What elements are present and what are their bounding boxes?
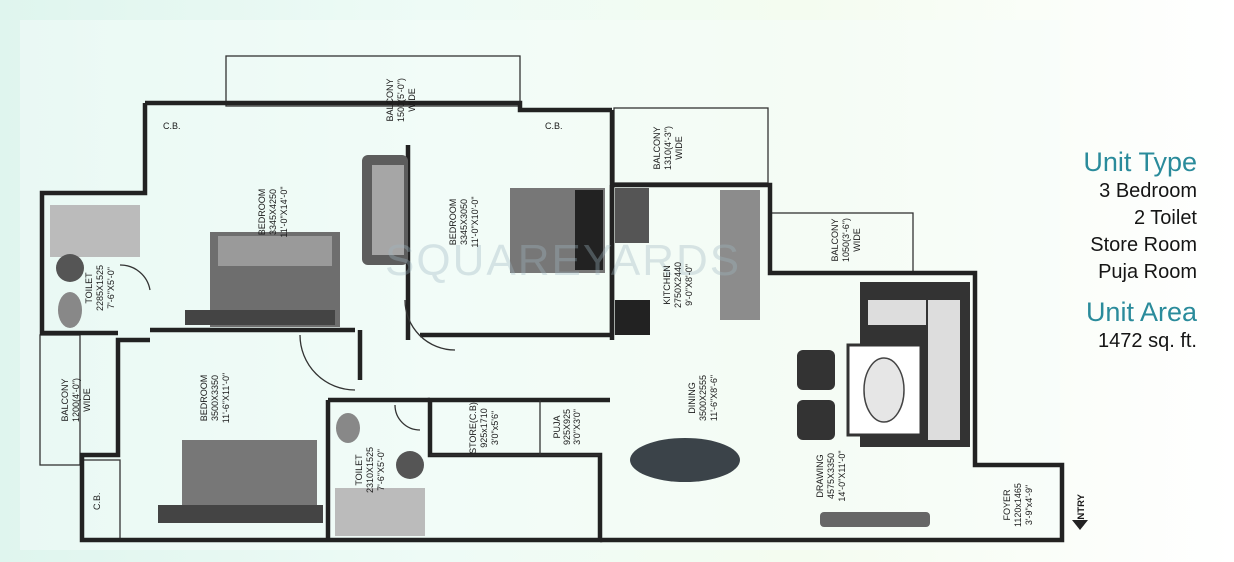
- toilet1-imperial: 7'-6"X5'-0": [106, 267, 116, 309]
- kitchen-name: KITCHEN: [662, 265, 672, 305]
- drawing-imperial: 14'-0"X11'-0": [837, 450, 847, 501]
- bedroom3-imperial: 11'-6"X11'-0": [221, 373, 231, 424]
- balcony-kitchen-l3: WIDE: [674, 136, 684, 160]
- store-name: STORE(C.B): [468, 402, 478, 454]
- balcony-top-l2: 1500(5'-0"): [396, 78, 406, 122]
- entry-label: ENTRY: [1076, 493, 1087, 526]
- foyer-name: FOYER: [1002, 489, 1012, 521]
- unit-area-value: 1472 sq. ft.: [1098, 330, 1197, 352]
- unit-legend: Unit Type 3 Bedroom 2 Toilet Store Room …: [1083, 146, 1197, 355]
- cb-top-mid: C.B.: [545, 121, 563, 131]
- unit-type-item: 2 Toilet: [1133, 207, 1197, 229]
- balcony-kitchen-l1: BALCONY: [652, 126, 662, 169]
- toilet1-name: TOILET: [84, 272, 94, 304]
- drawing-metric: 4575X3350: [826, 453, 836, 499]
- balcony-left-l1: BALCONY: [60, 378, 70, 421]
- cb-top-left: C.B.: [163, 121, 181, 131]
- bedroom2-name: BEDROOM: [448, 199, 458, 246]
- balcony-right-l1: BALCONY: [830, 218, 840, 261]
- toilet2-metric: 2310X1525: [365, 447, 375, 493]
- kitchen-metric: 2750X2440: [673, 262, 683, 308]
- foyer-metric: 1120x1465: [1013, 483, 1023, 527]
- bedroom1-metric: 3345X4250: [268, 189, 278, 235]
- toilet2-imperial: 7'-6"X5'-0": [376, 449, 386, 491]
- walls: [39, 100, 1065, 543]
- dining-metric: 3500X2555: [698, 375, 708, 421]
- foyer-imperial: 3'-9"x4'-9": [1024, 485, 1034, 525]
- furniture: [50, 155, 970, 536]
- bedroom1-imperial: 11'-0"X14'-0": [279, 186, 289, 237]
- balcony-top-l1: BALCONY: [385, 78, 395, 121]
- dining-imperial: 11'-6"X8'-6": [709, 375, 719, 421]
- balcony-right-l2: 1050(3'-6"): [841, 218, 851, 262]
- balcony-left-l2: 1200(4'-0"): [71, 378, 81, 422]
- bedroom1-name: BEDROOM: [257, 189, 267, 236]
- bedroom3-name: BEDROOM: [199, 375, 209, 422]
- toilet2-name: TOILET: [354, 454, 364, 486]
- room-labels: C.B. C.B. C.B. BALCONY 1500(5'-0") WIDE …: [60, 78, 1088, 530]
- store-imperial: 3'0"x5'6": [490, 411, 500, 445]
- balcony-left-l3: WIDE: [82, 388, 92, 412]
- unit-type-title: Unit Type: [1083, 147, 1197, 177]
- balcony-right-l3: WIDE: [852, 228, 862, 252]
- dining-name: DINING: [687, 382, 697, 414]
- unit-type-item: Puja Room: [1098, 261, 1197, 283]
- bedroom2-metric: 3345X3050: [459, 199, 469, 245]
- bedroom3-metric: 3500X3350: [210, 375, 220, 421]
- unit-area-title: Unit Area: [1085, 297, 1197, 327]
- door-swings: [119, 264, 456, 431]
- toilet1-metric: 2285X1525: [95, 265, 105, 311]
- balcony-top-l3: WIDE: [407, 88, 417, 112]
- watermark: SQUAREYARDS: [385, 236, 741, 285]
- balcony-kitchen-l2: 1310(4'-3"): [663, 126, 673, 170]
- unit-type-item: Store Room: [1090, 234, 1197, 256]
- puja-imperial: 3'0"X3'0": [572, 409, 582, 445]
- store-metric: 925x1710: [479, 408, 489, 448]
- puja-metric: 925X925: [562, 409, 572, 445]
- puja-name: PUJA: [552, 415, 562, 438]
- unit-type-item: 3 Bedroom: [1099, 180, 1197, 202]
- kitchen-imperial: 9'-0"X8'-0": [684, 264, 694, 306]
- bedroom2-imperial: 11'-0"X10'-0": [470, 196, 480, 247]
- cb-bottom-left: C.B.: [92, 492, 102, 510]
- drawing-name: DRAWING: [815, 454, 825, 497]
- entry-arrow-icon: [1072, 520, 1088, 530]
